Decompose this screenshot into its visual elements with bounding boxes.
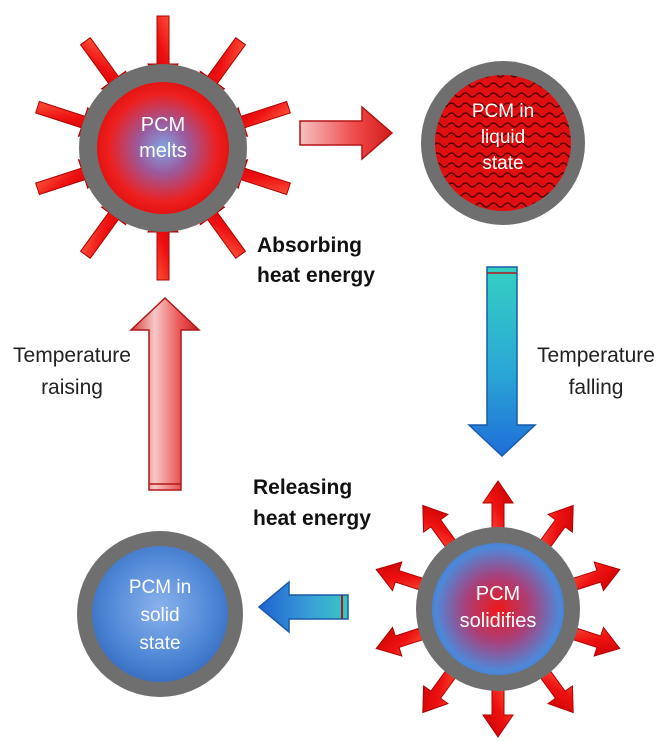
solid-pcm-sphere: PCM in solid state	[77, 531, 243, 697]
transition-arrow-left	[257, 580, 349, 634]
solid-label-line1: PCM in	[129, 577, 191, 598]
temperature-falling-arrow	[467, 266, 537, 458]
solid-label-line2: solid	[140, 605, 179, 626]
solid-label-line3: state	[139, 633, 180, 654]
solidifying-core	[432, 543, 564, 675]
raising-label-line2: raising	[41, 376, 103, 399]
releasing-label-line2: heat energy	[253, 507, 371, 530]
falling-label-line2: falling	[569, 376, 624, 399]
liquid-pcm-sphere: PCM in liquid state	[421, 61, 585, 225]
transition-arrow-right	[299, 105, 394, 161]
releasing-label-line1: Releasing	[253, 476, 352, 499]
absorbing-label-line2: heat energy	[257, 264, 375, 287]
melting-label-line1: PCM	[141, 114, 185, 136]
solidifying-label-line2: solidifies	[460, 610, 537, 632]
solid-core	[92, 546, 228, 682]
solidifying-label-line1: PCM	[476, 583, 520, 605]
falling-label-line1: Temperature	[537, 344, 655, 367]
melting-label-line2: melts	[139, 140, 187, 162]
solidifying-pcm-sphere: PCM solidifies	[416, 527, 580, 691]
liquid-core	[435, 75, 571, 211]
melting-pcm-sphere: PCM melts	[79, 64, 247, 232]
raising-label-line1: Temperature	[13, 344, 131, 367]
liquid-label-line2: liquid	[481, 127, 525, 148]
liquid-label-line3: state	[482, 153, 523, 174]
absorbing-label-line1: Absorbing	[257, 234, 362, 257]
melting-core	[97, 82, 229, 214]
liquid-label-line1: PCM in	[472, 101, 534, 122]
temperature-raising-arrow	[129, 296, 201, 491]
